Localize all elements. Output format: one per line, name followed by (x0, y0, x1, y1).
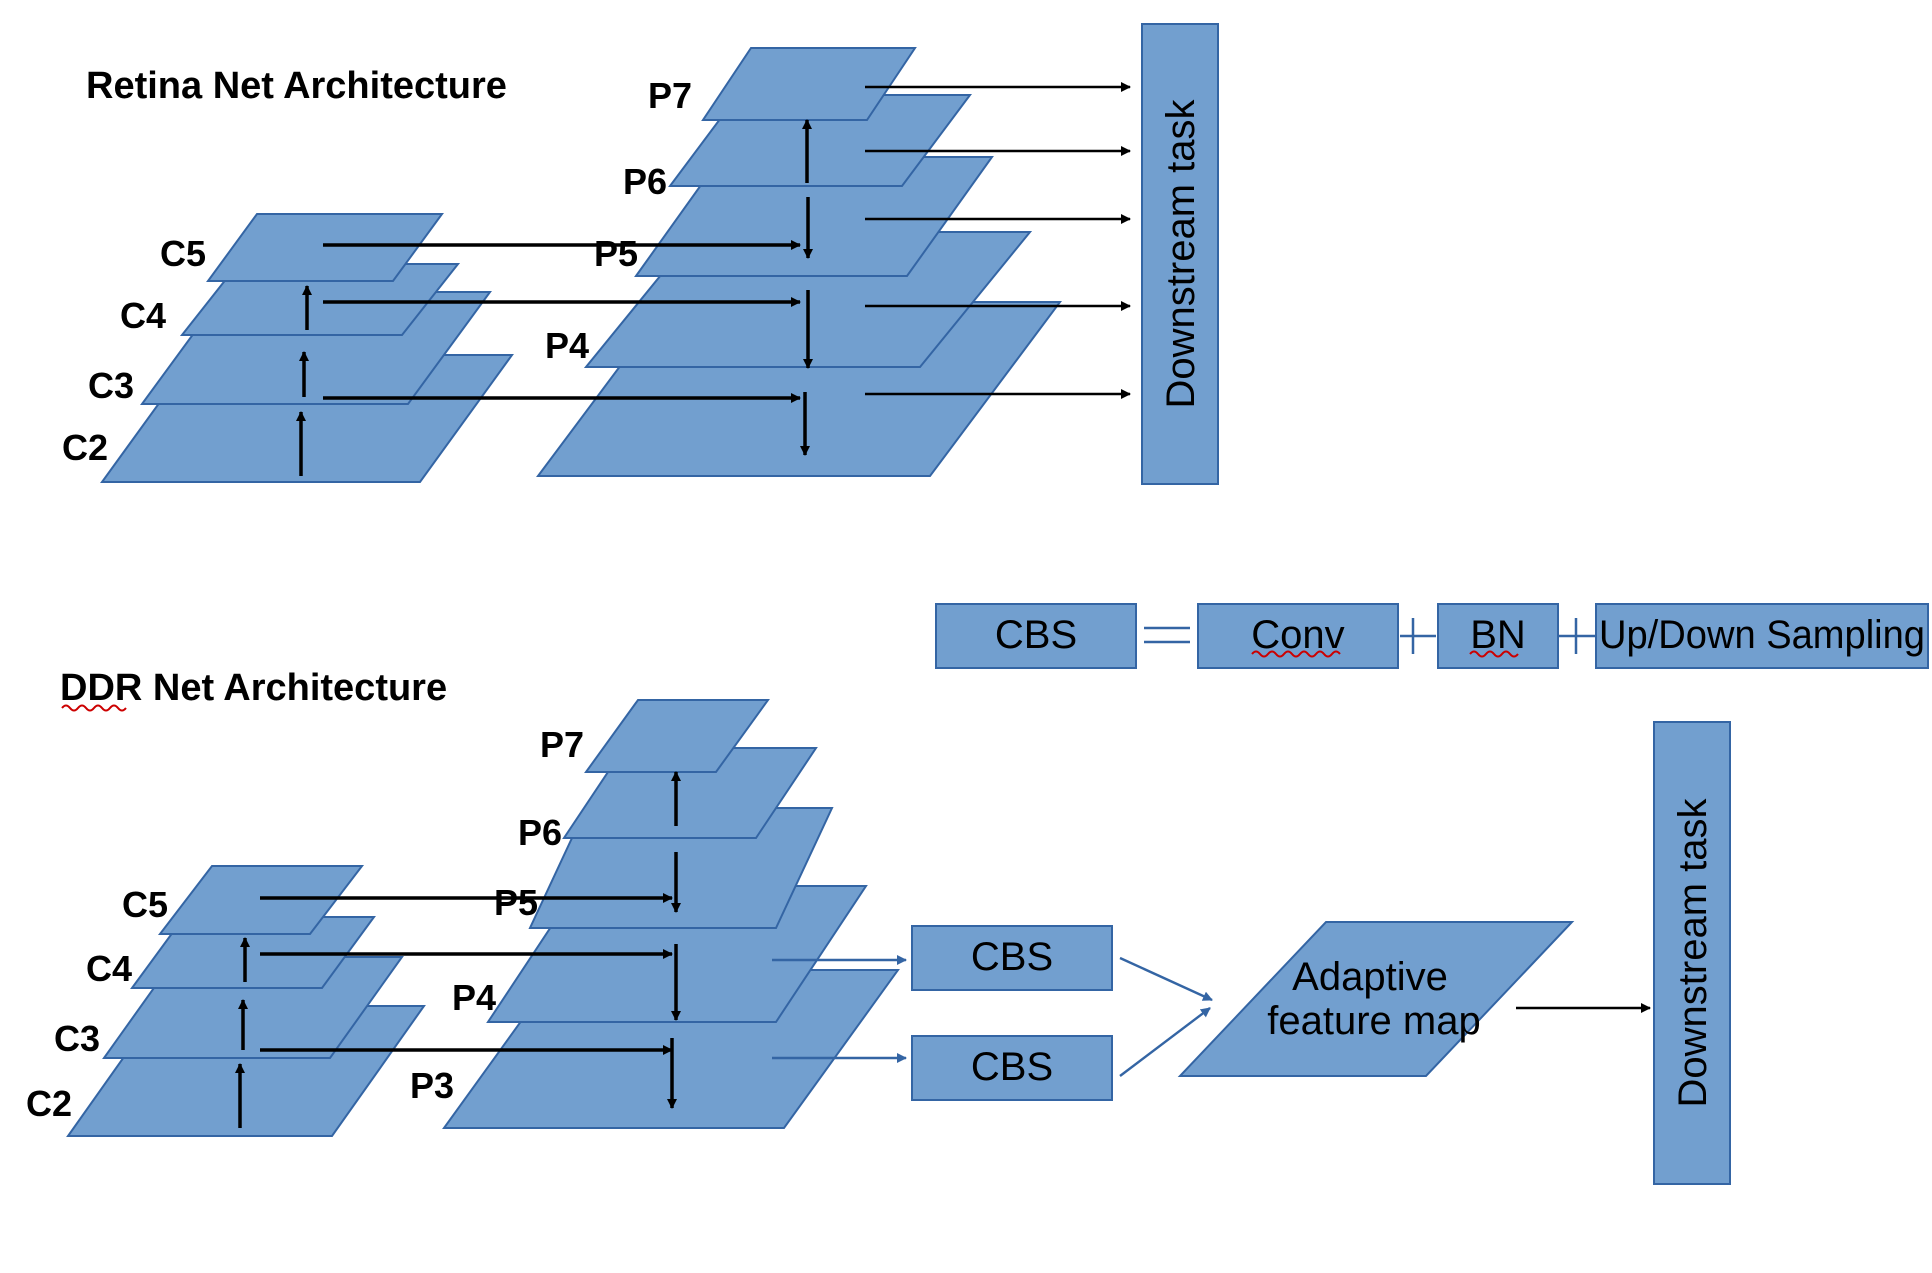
retina-title: Retina Net Architecture (86, 65, 507, 107)
retina-backbone-planes (100, 213, 514, 483)
legend-cbs-box (935, 603, 1137, 669)
ddr-arrow-cbs-top-to-adaptive (1119, 956, 1213, 1002)
ddr-label-c4: C4 (86, 948, 132, 989)
ddr-label-p3: P3 (410, 1065, 454, 1106)
legend-bn-label: BN (1470, 613, 1526, 657)
ddr-title-spellcheck (61, 704, 127, 712)
retina-label-c3: C3 (88, 365, 134, 406)
ddr-label-p7: P7 (540, 724, 584, 765)
ddr-adaptive-feature-map (1177, 921, 1575, 1077)
ddr-section: DDR Net Architecture C5 C4 C3 C2 P7 P6 P… (26, 667, 1731, 1185)
retina-label-c2: C2 (62, 427, 108, 468)
legend-conv-spellcheck (1251, 650, 1341, 658)
ddr-downstream-box (1653, 721, 1731, 1185)
retina-label-c4: C4 (120, 295, 166, 336)
ddr-cbs-bottom-box (911, 1035, 1113, 1101)
retina-label-p4: P4 (545, 325, 589, 366)
retina-section: Retina Net Architecture C5 C4 C3 C2 P7 P… (62, 23, 1219, 485)
ddr-title: DDR Net Architecture (60, 667, 447, 709)
retina-label-c5: C5 (160, 233, 206, 274)
ddr-downstream-label: Downstream task (1671, 798, 1715, 1108)
retina-downstream-label: Downstream task (1159, 99, 1203, 409)
legend-sampling-label: Up/Down Sampling (1599, 613, 1925, 657)
ddr-adaptive-label-line1: Adaptive (1292, 955, 1448, 999)
ddr-label-c3: C3 (54, 1018, 100, 1059)
legend-cbs-label: CBS (995, 613, 1077, 657)
retina-downstream-box (1141, 23, 1219, 485)
ddr-label-c2: C2 (26, 1083, 72, 1124)
legend-conv-box (1197, 603, 1399, 669)
retina-label-p6: P6 (623, 161, 667, 202)
retina-label-p5: P5 (594, 233, 638, 274)
retina-label-p7: P7 (648, 75, 692, 116)
ddr-label-p4: P4 (452, 977, 496, 1018)
ddr-label-c5: C5 (122, 884, 168, 925)
ddr-arrow-cbs-bottom-to-adaptive (1119, 1007, 1211, 1077)
ddr-label-p6: P6 (518, 812, 562, 853)
retina-plane-c5 (206, 213, 444, 282)
legend-sampling-box (1595, 603, 1929, 669)
ddr-backbone-planes (66, 865, 426, 1137)
ddr-label-p5: P5 (494, 882, 538, 923)
legend-bn-spellcheck (1469, 650, 1519, 658)
ddr-plane-c5 (157, 865, 365, 935)
cbs-legend: CBS Conv BN Up/Down Sampling (935, 603, 1929, 669)
ddr-cbs-top-box (911, 925, 1113, 991)
ddr-adaptive-label-line2: feature map (1267, 999, 1480, 1043)
retina-plane-p7 (701, 47, 917, 121)
ddr-cbs-bottom-label: CBS (971, 1045, 1053, 1089)
ddr-cbs-top-label: CBS (971, 935, 1053, 979)
legend-conv-label: Conv (1251, 613, 1344, 657)
